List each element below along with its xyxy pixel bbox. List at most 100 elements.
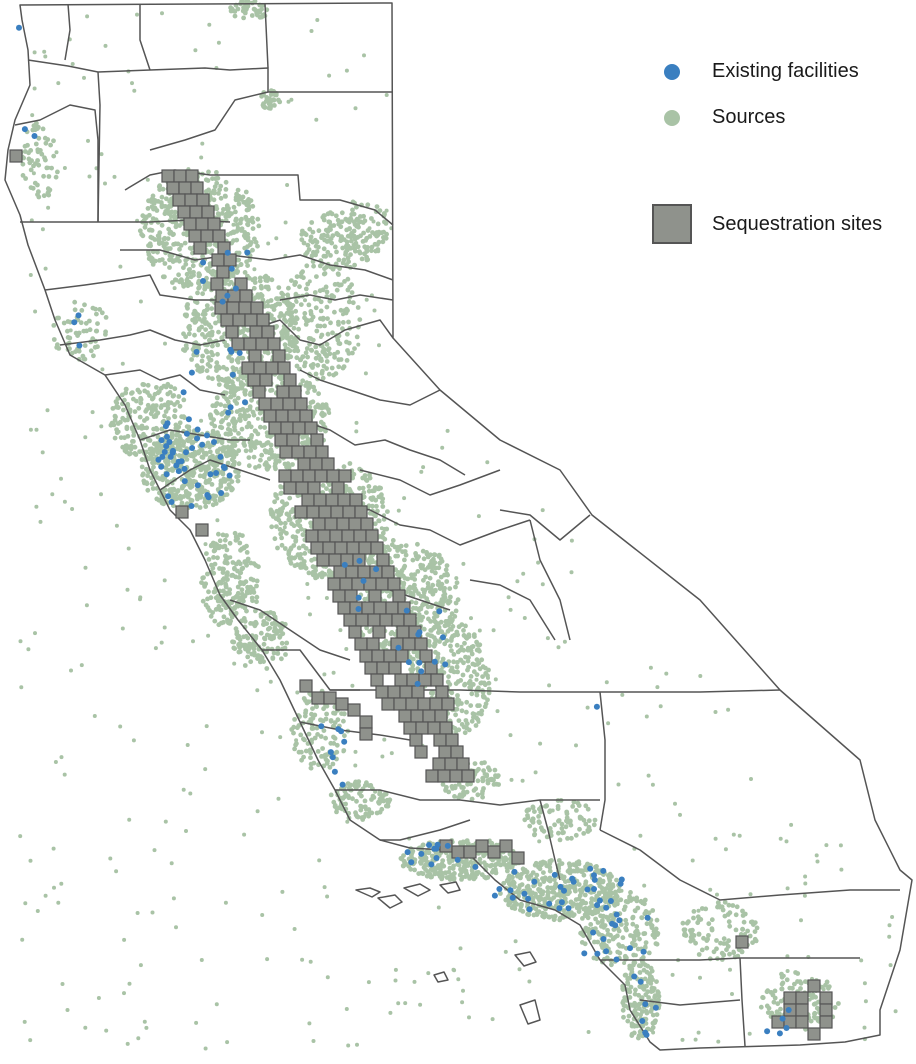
source-point	[727, 923, 733, 929]
source-point	[172, 408, 178, 413]
source-point	[547, 861, 553, 866]
source-point	[212, 618, 218, 624]
source-point	[383, 803, 389, 809]
source-point	[318, 419, 324, 425]
source-point	[160, 186, 166, 192]
source-point	[306, 382, 312, 388]
source-point	[154, 385, 159, 390]
source-point	[150, 395, 156, 401]
source-point	[548, 885, 554, 891]
source-point	[200, 455, 206, 460]
source-point	[486, 680, 492, 686]
source-point	[324, 761, 330, 766]
source-point	[620, 935, 626, 941]
source-point	[351, 471, 357, 477]
source-point	[262, 425, 268, 430]
source-point	[604, 955, 610, 961]
source-point	[439, 861, 445, 867]
source-point	[223, 605, 229, 611]
source-point	[425, 849, 431, 855]
source-point	[382, 549, 388, 555]
source-point	[680, 920, 686, 926]
source-point	[481, 694, 486, 700]
source-point	[626, 1013, 632, 1019]
source-point	[742, 911, 748, 917]
source-point	[438, 574, 444, 580]
source-point	[437, 870, 443, 875]
source-point	[483, 671, 489, 676]
source-point	[286, 513, 292, 519]
source-point	[140, 471, 146, 477]
source-point	[836, 1001, 841, 1006]
source-point	[537, 882, 543, 887]
source-point	[219, 411, 225, 417]
source-point	[245, 221, 250, 227]
source-point	[547, 865, 553, 870]
source-point	[387, 547, 392, 553]
source-point	[238, 262, 244, 267]
source-point	[221, 446, 227, 451]
source-point	[235, 635, 241, 641]
source-point	[206, 557, 212, 562]
source-point	[469, 868, 475, 873]
source-point	[334, 806, 340, 812]
source-point	[584, 862, 590, 868]
source-point	[227, 587, 233, 593]
source-point	[157, 476, 163, 482]
source-point	[741, 919, 747, 925]
source-point	[113, 414, 118, 420]
source-point	[320, 483, 326, 488]
source-point	[771, 999, 777, 1005]
source-point	[330, 761, 336, 767]
source-point	[154, 208, 160, 213]
source-point	[324, 486, 329, 491]
source-point	[462, 682, 467, 688]
source-point	[471, 669, 477, 675]
source-point	[518, 904, 524, 909]
source-point	[227, 484, 233, 490]
source-point	[210, 502, 216, 508]
source-point	[277, 301, 283, 307]
source-point	[170, 459, 176, 464]
source-point	[632, 991, 638, 997]
source-point	[607, 890, 612, 895]
source-point	[462, 640, 467, 646]
source-point	[220, 478, 226, 484]
source-point	[248, 444, 254, 450]
source-point	[159, 426, 165, 432]
source-point	[347, 782, 353, 788]
source-point	[247, 242, 253, 248]
source-point	[637, 936, 642, 942]
source-point	[223, 452, 229, 457]
source-point	[265, 299, 271, 305]
source-point	[299, 757, 304, 763]
source-point	[592, 939, 597, 945]
source-point	[734, 904, 740, 910]
source-point	[142, 442, 148, 448]
source-point	[447, 599, 453, 604]
source-point	[254, 599, 259, 605]
source-point	[629, 969, 635, 975]
source-point	[475, 642, 481, 648]
source-point	[453, 608, 459, 614]
source-point	[244, 590, 250, 596]
source-point	[220, 377, 226, 383]
source-point	[384, 797, 390, 803]
source-point	[215, 342, 221, 348]
source-point	[156, 389, 162, 394]
source-point	[154, 441, 160, 447]
source-point	[287, 495, 293, 501]
source-point	[642, 976, 648, 982]
source-point	[148, 243, 154, 249]
source-point	[429, 874, 434, 880]
source-point	[594, 864, 599, 869]
source-point	[585, 915, 591, 921]
source-point	[754, 925, 760, 931]
source-point	[221, 566, 226, 572]
source-point	[235, 376, 241, 382]
source-point	[627, 989, 633, 995]
source-point	[284, 319, 289, 324]
source-point	[358, 803, 363, 809]
source-point	[132, 451, 138, 456]
source-point	[611, 927, 617, 932]
